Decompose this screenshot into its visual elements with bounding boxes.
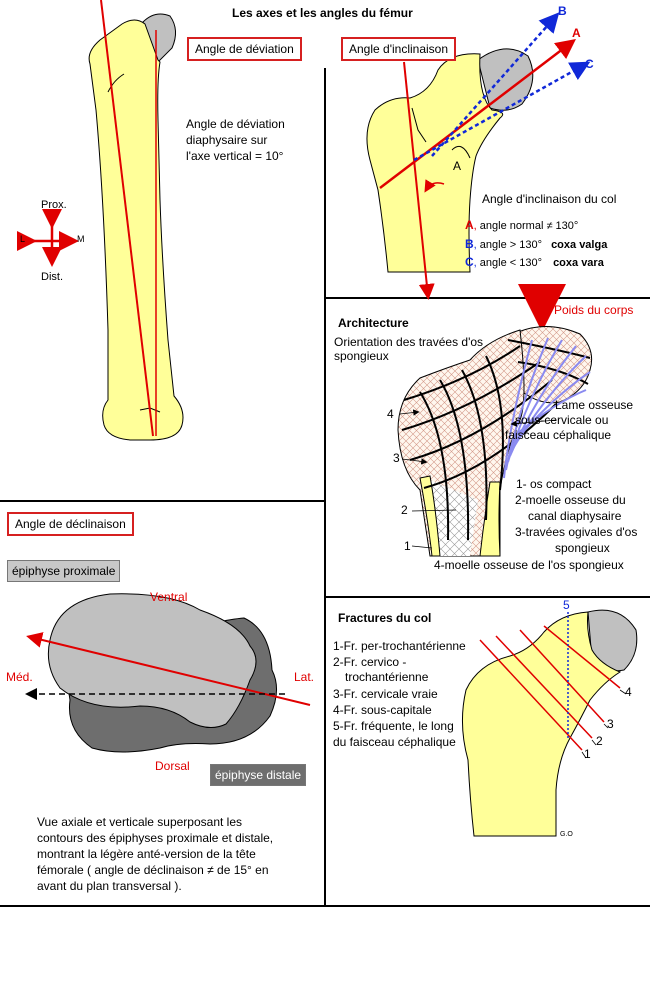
panel-dividers bbox=[0, 68, 650, 907]
dorsal-label: Dorsal bbox=[155, 759, 190, 773]
fracture-list-7: du faisceau céphalique bbox=[333, 735, 456, 749]
legend-line-6: 4-moelle osseuse de l'os spongieux bbox=[434, 558, 624, 572]
declination-shapes bbox=[25, 593, 311, 753]
compass-prox: Prox. bbox=[41, 199, 67, 211]
declination-caption-1: Vue axiale et verticale superposant les bbox=[37, 815, 243, 829]
fractures-title: Fractures du col bbox=[338, 611, 432, 625]
compass-m: M bbox=[77, 234, 85, 244]
declination-box-label: Angle de déclinaison bbox=[7, 512, 134, 536]
distal-epiphysis-label: épiphyse distale bbox=[210, 764, 307, 786]
deviation-text-3: l'axe vertical = 10° bbox=[186, 149, 284, 163]
row-b-text: angle > 130° bbox=[479, 239, 542, 251]
fracture-number-1: 1 bbox=[584, 747, 591, 761]
fractures-femur-shape bbox=[461, 609, 638, 837]
inclination-row-a: A, angle normal ≠ 130° bbox=[465, 218, 579, 233]
fracture-list-1: 1-Fr. per-trochantérienne bbox=[333, 639, 466, 653]
declination-caption-5: avant du plan transversal ). bbox=[37, 879, 182, 893]
page-title: Les axes et les angles du fémur bbox=[232, 6, 413, 20]
compass-dist: Dist. bbox=[41, 271, 63, 283]
inclination-femur-shape bbox=[366, 12, 591, 300]
fracture-list-5: 4-Fr. sous-capitale bbox=[333, 703, 432, 717]
legend-line-4: 3-travées ogivales d'os bbox=[515, 525, 638, 539]
inclination-row-c: C, angle < 130° coxa vara bbox=[465, 255, 604, 270]
whole-femur-shape bbox=[88, 0, 184, 441]
legend-line-1: 1- os compact bbox=[516, 477, 592, 491]
fracture-list-6: 5-Fr. fréquente, le long bbox=[333, 719, 454, 733]
fracture-list-2: 2-Fr. cervico - bbox=[333, 655, 407, 669]
lame-line-3: faisceau céphalique bbox=[505, 428, 612, 442]
deviation-box-label: Angle de déviation bbox=[187, 37, 302, 61]
small-angle-a: A bbox=[453, 159, 462, 173]
arrow-label-a: A bbox=[572, 26, 581, 40]
callout-3: 3 bbox=[393, 451, 400, 465]
deviation-text-1: Angle de déviation bbox=[186, 117, 285, 131]
architecture-title: Architecture bbox=[338, 316, 409, 330]
row-a-letter: A bbox=[465, 218, 474, 232]
med-label: Méd. bbox=[6, 670, 33, 684]
legend-line-3: canal diaphysaire bbox=[528, 509, 622, 523]
compass-cross bbox=[17, 209, 79, 267]
declination-caption-3: montrant la légère anté-version de la tê… bbox=[37, 847, 256, 861]
fracture-number-2: 2 bbox=[596, 734, 603, 748]
row-c-text: angle < 130° bbox=[479, 257, 542, 269]
compass-l: L bbox=[20, 234, 26, 244]
fracture-list-3: trochantérienne bbox=[345, 670, 429, 684]
inclination-box-label: Angle d'inclinaison bbox=[341, 37, 457, 61]
fracture-number-3: 3 bbox=[607, 717, 614, 731]
architecture-subtitle-2: spongieux bbox=[334, 349, 389, 363]
fracture-number-4: 4 bbox=[625, 685, 632, 699]
declination-caption-4: fémorale ( angle de déclinaison ≠ de 15°… bbox=[37, 863, 269, 877]
row-c-letter: C bbox=[465, 255, 474, 269]
legend-line-5: spongieux bbox=[555, 541, 610, 555]
inclination-row-b: B, angle > 130° coxa valga bbox=[465, 237, 608, 252]
row-c-bold: coxa vara bbox=[553, 257, 604, 269]
arrow-label-c: C bbox=[585, 57, 594, 71]
legend-line-2: 2-moelle osseuse du bbox=[515, 493, 626, 507]
author-signature: G.O bbox=[560, 831, 573, 838]
fracture-list-4: 3-Fr. cervicale vraie bbox=[333, 687, 438, 701]
row-b-bold: coxa valga bbox=[551, 239, 608, 251]
lat-label: Lat. bbox=[294, 670, 315, 684]
callout-4: 4 bbox=[387, 407, 394, 421]
proximal-epiphysis-label: épiphyse proximale bbox=[7, 560, 121, 582]
architecture-femur-shape bbox=[397, 284, 593, 557]
row-a-text: angle normal ≠ 130° bbox=[479, 220, 579, 232]
ventral-label: Ventral bbox=[150, 590, 188, 604]
lame-line-2: sous-cervicale ou bbox=[515, 413, 609, 427]
fracture-number-5: 5 bbox=[563, 598, 570, 612]
declination-caption-2: contours des épiphyses proximale et dist… bbox=[37, 831, 274, 845]
inclination-heading: Angle d'inclinaison du col bbox=[482, 192, 617, 206]
lame-line-1: Lame osseuse bbox=[555, 398, 634, 412]
architecture-subtitle-1: Orientation des travées d'os bbox=[334, 335, 484, 349]
callout-2: 2 bbox=[401, 503, 408, 517]
deviation-text-2: diaphysaire sur bbox=[186, 133, 268, 147]
arrow-label-b: B bbox=[558, 4, 567, 18]
row-b-letter: B bbox=[465, 237, 474, 251]
poids-label: Poids du corps bbox=[554, 303, 634, 317]
callout-1: 1 bbox=[404, 539, 411, 553]
